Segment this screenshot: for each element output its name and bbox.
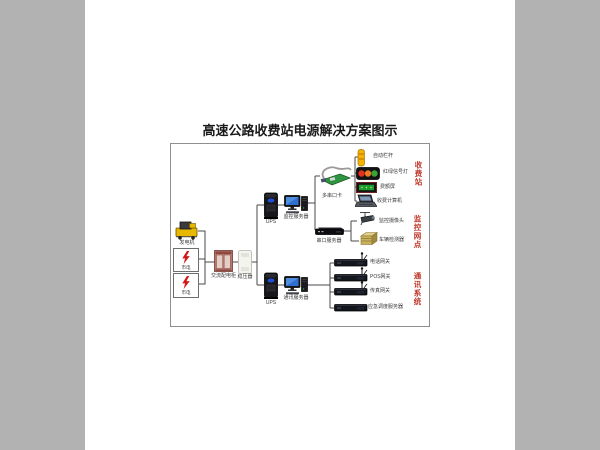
cctv-camera-icon <box>360 212 375 226</box>
stabilizer-label: 稳压器 <box>237 274 253 280</box>
gateway-label: 传真网关 <box>370 288 391 294</box>
diagram-frame <box>170 143 430 327</box>
fee-display-icon <box>356 182 377 193</box>
monitor-server-computer-icon <box>284 195 308 214</box>
barrier-label: 自动栏杆 <box>373 153 394 159</box>
gateway-label: 电话网关 <box>370 259 391 265</box>
monitoring-section-label: 监控网点 <box>413 215 422 249</box>
lightning-icon <box>182 276 190 289</box>
vehicle-detector-label: 车辆检测器 <box>379 237 405 243</box>
gateway-rack-icon <box>334 304 368 312</box>
comm-server-label: 通讯服务器 <box>283 295 309 301</box>
gateway-rack-icon <box>334 252 368 267</box>
gateway-label: 应急调度服务器 <box>368 304 404 310</box>
distribution-cabinet-label: 交流配电柜 <box>210 273 236 279</box>
toll-computer-icon <box>355 194 377 207</box>
page-title: 高速公路收费站电源解决方案图示 <box>202 123 398 138</box>
gateway-rack-icon <box>334 267 368 282</box>
communication-section-label: 通讯系统 <box>413 272 422 306</box>
vehicle-detector-icon <box>360 231 378 246</box>
mains-label-2: 市电 <box>181 290 191 295</box>
gateway-rack-icon <box>334 281 368 296</box>
monitor-server-label: 监控服务器 <box>283 214 309 220</box>
serial-card-label: 多串口卡 <box>321 193 342 199</box>
distribution-cabinet-icon <box>214 250 233 272</box>
serial-server-icon <box>315 227 344 235</box>
barrier-icon <box>357 149 365 167</box>
traffic-light-icon <box>356 167 380 180</box>
signal-light-label: 红绿信号灯 <box>383 169 409 175</box>
ups-label-1: UPS <box>265 219 277 225</box>
stabilizer-icon <box>238 250 252 274</box>
ups-label-2: UPS <box>265 300 277 306</box>
ups-icon <box>264 272 278 299</box>
mains-label-1: 市电 <box>181 265 191 270</box>
camera-label: 监控摄像头 <box>379 218 405 224</box>
generator-icon <box>175 221 198 240</box>
comm-server-computer-icon <box>284 276 308 295</box>
serial-card-icon <box>320 166 352 186</box>
toll-section-label: 收费站 <box>414 161 423 187</box>
serial-server-label: 串口服务器 <box>316 238 342 244</box>
toll-computer-label: 收费计算机 <box>377 198 403 204</box>
lightning-icon <box>182 251 190 264</box>
mains-box-1: 市电 <box>173 248 199 272</box>
generator-label: 发电机 <box>179 240 195 246</box>
mains-box-2: 市电 <box>173 273 199 298</box>
gateway-label: POS网关 <box>370 274 391 280</box>
ups-icon <box>264 192 278 219</box>
fee-display-label: 费额屏 <box>380 184 396 190</box>
